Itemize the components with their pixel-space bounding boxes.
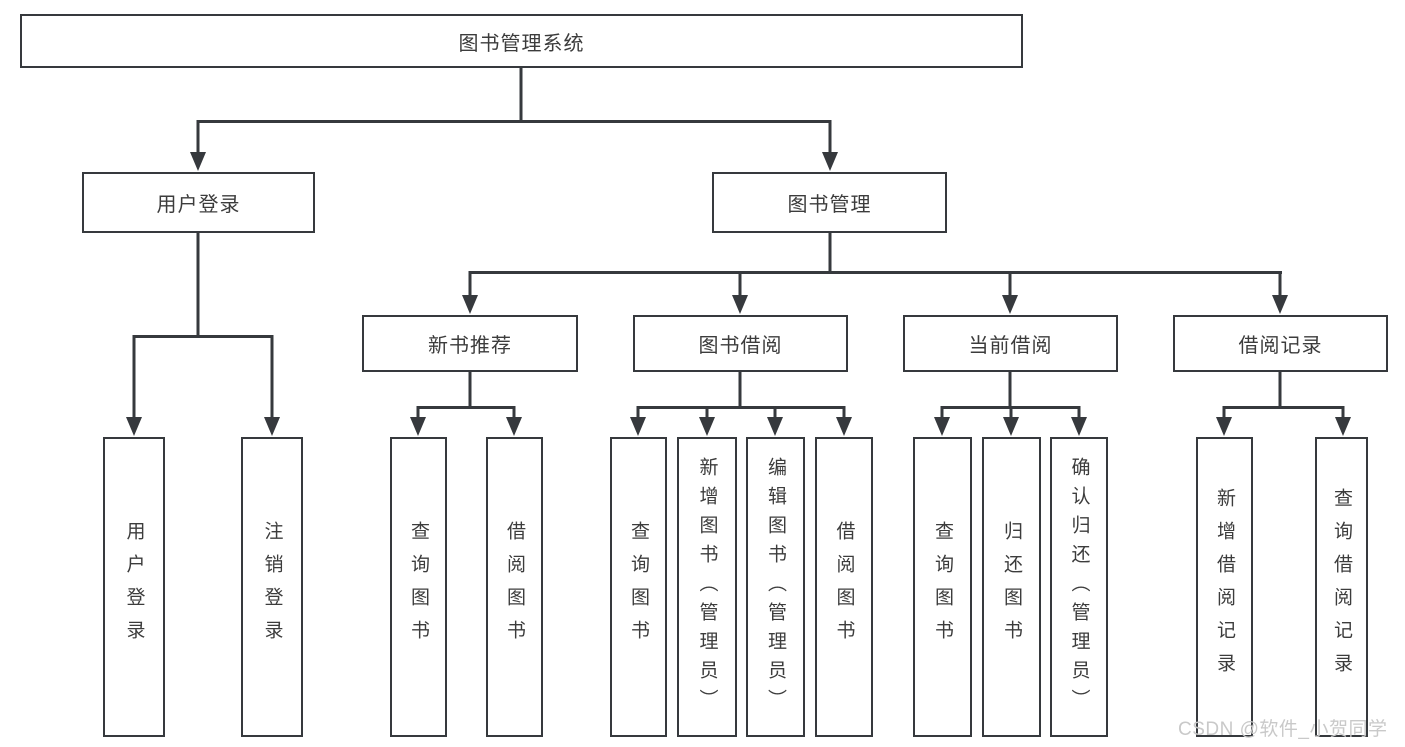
node-label: 新增借阅记录: [1214, 488, 1235, 686]
node-label: 查询图书: [628, 521, 649, 653]
node-label: 借阅图书: [833, 521, 855, 653]
node-label: 查询图书: [932, 521, 953, 653]
node-label: 图书管理系统: [458, 32, 585, 55]
node-label: 图书管理: [787, 194, 872, 216]
leaf-query-borrow-record: 查询借阅记录: [1315, 437, 1368, 737]
node-label: 新书推荐: [428, 335, 512, 357]
node-borrow-records: 借阅记录: [1173, 315, 1388, 372]
node-label: 图书借阅: [698, 335, 783, 357]
node-label: 用户登录: [123, 521, 145, 653]
node-label: 借阅图书: [504, 521, 525, 653]
node-library-system: 图书管理系统: [20, 14, 1023, 68]
leaf-return-books: 归还图书: [982, 437, 1041, 737]
node-label: 借阅记录: [1238, 335, 1323, 357]
node-book-borrowing: 图书借阅: [633, 315, 848, 372]
leaf-borrow-books-recommend: 借阅图书: [486, 437, 543, 737]
node-label: 新增图书（管理员）: [696, 456, 718, 718]
leaf-add-borrow-record: 新增借阅记录: [1196, 437, 1253, 737]
node-label: 当前借阅: [968, 335, 1053, 357]
node-user-login: 用户登录: [82, 172, 315, 233]
node-book-management: 图书管理: [712, 172, 947, 233]
leaf-logout: 注销登录: [241, 437, 303, 737]
node-label: 查询图书: [408, 521, 429, 653]
leaf-query-books-borrowing: 查询图书: [610, 437, 667, 737]
node-label: 编辑图书（管理员）: [765, 456, 786, 718]
watermark: CSDN @软件_小贺同学: [1178, 719, 1388, 740]
leaf-edit-books-admin: 编辑图书（管理员）: [746, 437, 805, 737]
node-label: 用户登录: [156, 194, 241, 216]
leaf-query-books-current: 查询图书: [913, 437, 972, 737]
leaf-add-books-admin: 新增图书（管理员）: [677, 437, 737, 737]
node-current-borrowing: 当前借阅: [903, 315, 1118, 372]
leaf-confirm-return-admin: 确认归还（管理员）: [1050, 437, 1108, 737]
node-label: 归还图书: [1001, 521, 1022, 653]
leaf-query-books-recommend: 查询图书: [390, 437, 447, 737]
node-new-book-recommend: 新书推荐: [362, 315, 578, 372]
leaf-borrow-books: 借阅图书: [815, 437, 873, 737]
node-label: 查询借阅记录: [1331, 488, 1352, 686]
leaf-user-login: 用户登录: [103, 437, 165, 737]
node-label: 注销登录: [261, 521, 283, 653]
node-label: 确认归还（管理员）: [1068, 456, 1090, 718]
